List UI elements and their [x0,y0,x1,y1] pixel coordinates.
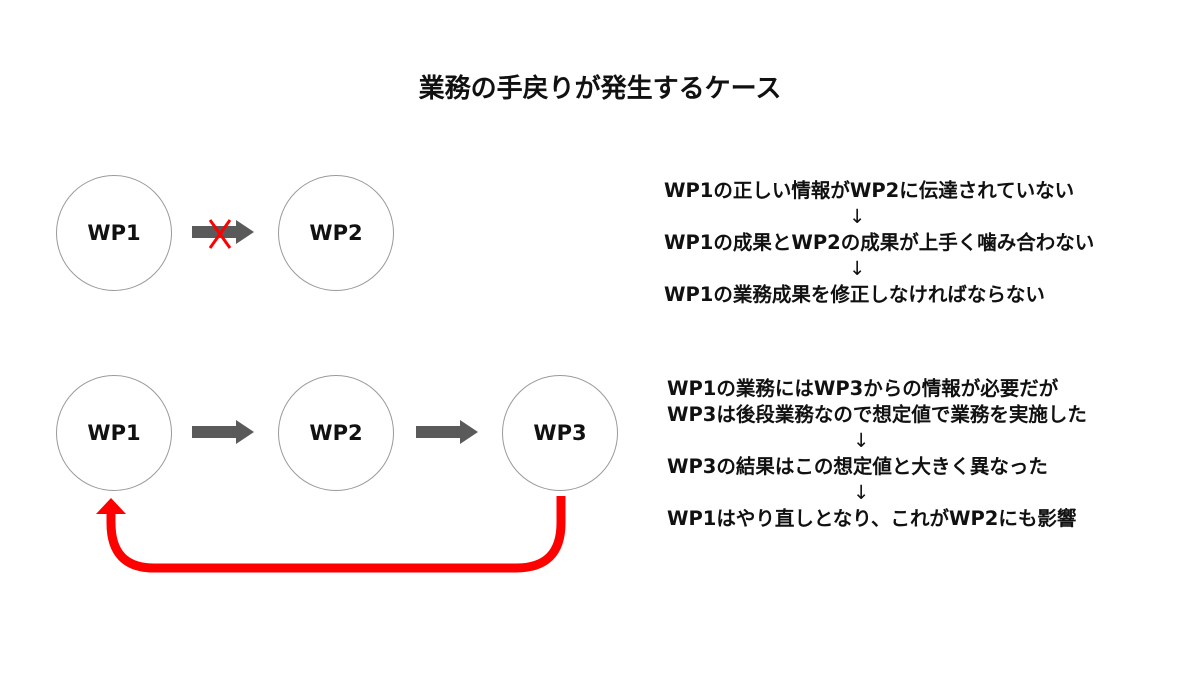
down-arrow-icon: ↓ [849,257,866,280]
case2-notes: WP1の業務にはWP3からの情報が必要だが WP3は後段業務なので想定値で業務を… [667,376,1087,532]
case2-note-line: WP3の結果はこの想定値と大きく異なった [667,455,1048,478]
case2-node-wp1: WP1 [56,375,172,491]
case1-note-line: WP1の業務成果を修正しなければならない [664,283,1045,306]
case1-node-wp1: WP1 [56,175,172,291]
case1-notes: WP1の正しい情報がWP2に伝達されていない ↓ WP1の成果とWP2の成果が上… [664,178,1094,308]
case2-note-line: WP1はやり直しとなり、これがWP2にも影響 [667,507,1077,530]
return-arrow-icon [96,496,566,573]
down-arrow-icon: ↓ [853,481,870,504]
case2-node-wp3: WP3 [502,375,618,491]
case1-note-line: WP1の正しい情報がWP2に伝達されていない [664,179,1075,202]
case1-node-wp2: WP2 [278,175,394,291]
down-arrow-icon: ↓ [853,429,870,452]
case2-node-wp2: WP2 [278,375,394,491]
case2-arrow-wp1-wp2 [192,420,254,444]
case2-note-line: WP1の業務にはWP3からの情報が必要だが [667,377,1059,400]
case2-arrow-wp2-wp3 [416,420,478,444]
case2-note-line: WP3は後段業務なので想定値で業務を実施した [667,403,1087,426]
page-title: 業務の手戻りが発生するケース [418,74,782,104]
down-arrow-icon: ↓ [849,205,866,228]
x-mark-icon [208,219,232,249]
case1-note-line: WP1の成果とWP2の成果が上手く噛み合わない [664,231,1095,254]
